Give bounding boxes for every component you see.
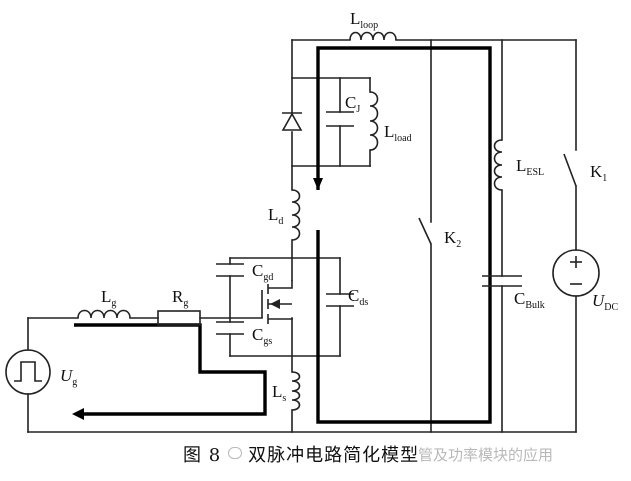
- inductor-icon: [291, 371, 301, 411]
- label-K-1: K1: [590, 162, 607, 184]
- power-loop-arrow: [313, 178, 323, 190]
- pulse-source-icon: [5, 349, 51, 395]
- gate-loop-arrow: [72, 408, 84, 420]
- label-U-g: Ug: [60, 366, 77, 388]
- wechat-logo-icon: [228, 447, 242, 459]
- label-L-s: Ls: [272, 382, 286, 404]
- label-L-ESL: LESL: [516, 156, 544, 178]
- label-C-gd: Cgd: [252, 261, 273, 283]
- inductor-icon: [369, 91, 379, 151]
- inductor-icon: [77, 309, 131, 319]
- figure-title: 双脉冲电路简化模型: [248, 445, 420, 466]
- watermark-text: 管及功率模块的应用: [418, 446, 554, 464]
- power-loop-path: [316, 46, 492, 424]
- figure-caption: 图 8 双脉冲电路简化模型: [183, 441, 419, 467]
- capacitor-icon: [216, 321, 244, 335]
- capacitor-icon: [216, 263, 244, 277]
- label-L-load: Lload: [384, 122, 412, 144]
- label-R-g: Rg: [172, 287, 188, 309]
- dc-source-icon: [552, 249, 600, 297]
- switch-icon: [418, 217, 432, 245]
- label-C-Bulk: CBulk: [514, 289, 545, 311]
- label-C-ds: Cds: [348, 286, 368, 308]
- circuit-wires: [27, 39, 577, 433]
- capacitor-icon: [482, 275, 522, 287]
- label-L-d: Ld: [268, 205, 283, 227]
- label-L-g: Lg: [101, 287, 116, 309]
- gate-loop-path: [74, 323, 267, 416]
- label-K-2: K2: [444, 228, 461, 250]
- inductor-icon: [291, 189, 301, 241]
- label-C-J: CJ: [345, 93, 360, 115]
- diode-icon: [281, 112, 303, 131]
- capacitor-icon: [326, 293, 354, 307]
- inductor-icon: [493, 139, 503, 191]
- switch-icon: [563, 153, 577, 187]
- capacitor-icon: [326, 111, 354, 127]
- figure-number: 图 8: [183, 445, 222, 466]
- label-C-gs: Cgs: [252, 325, 272, 347]
- label-L-loop: Lloop: [350, 9, 378, 31]
- label-U-DC: UDC: [592, 291, 619, 313]
- resistor-icon: [157, 310, 201, 326]
- mosfet-icon: [261, 280, 293, 324]
- inductor-icon: [349, 31, 397, 41]
